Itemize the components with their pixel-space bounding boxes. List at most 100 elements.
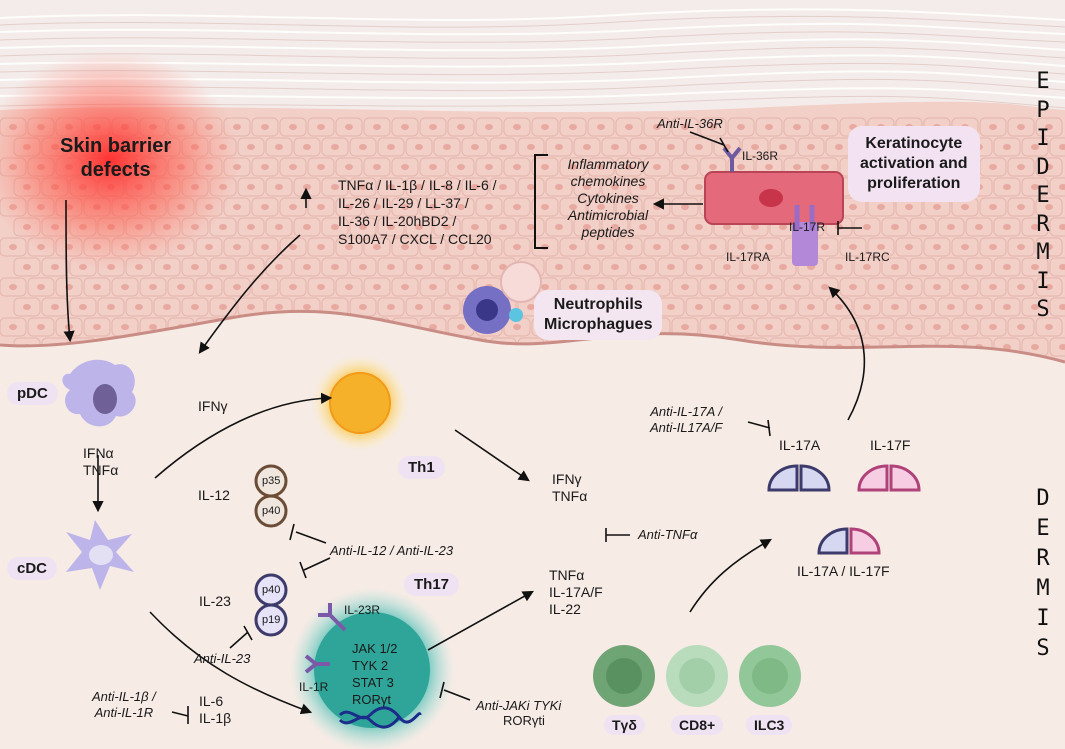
cell-nucleus	[625, 204, 633, 210]
cell-nucleus	[639, 184, 647, 190]
epidermal-cell	[545, 217, 573, 237]
cell-nucleus	[751, 144, 759, 150]
cell-nucleus	[261, 284, 269, 290]
epidermal-cell	[293, 337, 321, 357]
cell-nucleus	[289, 324, 297, 330]
cell-nucleus	[373, 124, 381, 130]
epidermal-cell	[433, 137, 461, 157]
cell-nucleus	[275, 304, 283, 310]
cell-nucleus	[401, 204, 409, 210]
cell-nucleus	[331, 224, 339, 230]
epidermal-cell	[825, 257, 853, 277]
cell-nucleus	[569, 164, 577, 170]
skin-barrier-glow	[0, 50, 240, 270]
epidermal-cell	[27, 277, 55, 297]
epidermal-cell	[153, 337, 181, 357]
cell-nucleus	[611, 344, 619, 350]
epidermal-cell	[307, 197, 335, 217]
epidermal-cell	[405, 137, 433, 157]
epidermal-cell	[951, 237, 979, 257]
arrow-th1-ifng	[454, 429, 530, 482]
skin-barrier-title: Skin barrier defects	[60, 135, 172, 181]
cell-nucleus	[1017, 324, 1025, 330]
cell-nucleus	[387, 144, 395, 150]
cell-nucleus	[779, 264, 787, 270]
epidermal-cell	[769, 137, 797, 157]
cell-nucleus	[457, 244, 465, 250]
epidermal-cell	[727, 277, 755, 297]
cell-nucleus	[1031, 144, 1039, 150]
epidermal-cell	[895, 277, 923, 297]
epidermal-cell	[419, 157, 447, 177]
keratinocyte-nucleus	[759, 189, 783, 207]
epidermal-cell	[489, 137, 517, 157]
epidermal-cell	[601, 217, 629, 237]
epidermal-cell	[237, 217, 265, 237]
cell-nucleus	[233, 244, 241, 250]
epidermal-cell	[1035, 157, 1063, 177]
cell-nucleus	[849, 284, 857, 290]
epidermal-cell	[475, 117, 503, 137]
epidermal-cell	[979, 317, 1007, 337]
epidermal-cell	[377, 337, 405, 357]
epidermal-cell	[349, 337, 377, 357]
ifng-top-label: IFNγ	[198, 398, 228, 414]
cell-nucleus	[1017, 284, 1025, 290]
cell-nucleus	[191, 344, 199, 350]
cell-nucleus	[457, 284, 465, 290]
cell-nucleus	[429, 164, 437, 170]
epidermal-cell	[657, 217, 685, 237]
anti-jak-label: Anti-JAKi TYKi	[476, 698, 562, 713]
arrow-barrier-pdc	[63, 199, 75, 343]
epidermal-cell	[335, 157, 363, 177]
epidermal-cell	[531, 157, 559, 177]
epidermal-cell	[321, 257, 349, 277]
cell-nucleus	[177, 284, 185, 290]
epidermal-cell	[699, 237, 727, 257]
epidermal-cell	[223, 237, 251, 257]
cell-nucleus	[471, 184, 479, 190]
cell-nucleus	[9, 244, 17, 250]
epidermal-cell	[1049, 177, 1065, 197]
cell-nucleus	[835, 144, 843, 150]
epidermal-cell	[433, 337, 461, 357]
cell-nucleus	[359, 304, 367, 310]
cell-nucleus	[1045, 324, 1053, 330]
epidermal-cell	[405, 177, 433, 197]
epidermal-cell	[559, 157, 587, 177]
epidermal-cell	[727, 317, 755, 337]
cd8-label: CD8+	[671, 715, 724, 735]
epidermal-cell	[1007, 157, 1035, 177]
bracket	[534, 154, 548, 249]
epidermal-cell	[797, 297, 825, 317]
epidermal-cell	[895, 317, 923, 337]
epidermal-cell	[265, 257, 293, 277]
cell-nucleus	[163, 304, 171, 310]
epidermal-cell	[545, 177, 573, 197]
cell-nucleus	[765, 324, 773, 330]
epidermal-cell	[167, 277, 195, 297]
cell-nucleus	[261, 324, 269, 330]
cell-nucleus	[1045, 204, 1053, 210]
cell-nucleus	[709, 284, 717, 290]
epidermal-cell	[699, 277, 727, 297]
mediators-list: TNFα / IL-1β / IL-8 / IL-6 / IL-26 / IL-…	[338, 177, 497, 247]
epidermal-cell	[671, 197, 699, 217]
cell-nucleus	[205, 284, 213, 290]
epidermal-cell	[363, 237, 391, 257]
cell-nucleus	[191, 304, 199, 310]
epidermal-cell	[727, 237, 755, 257]
cell-nucleus	[121, 324, 129, 330]
cell-nucleus	[247, 304, 255, 310]
cell-nucleus	[443, 224, 451, 230]
epidermal-cell	[643, 157, 671, 177]
cell-nucleus	[443, 184, 451, 190]
cell-nucleus	[905, 244, 913, 250]
cell-nucleus	[779, 224, 787, 230]
epidermal-cell	[419, 277, 447, 297]
cell-nucleus	[513, 204, 521, 210]
epidermal-cell	[685, 337, 713, 357]
epidermal-cell	[979, 157, 1007, 177]
inflammatory-list: Inflammatory chemokines Cytokines Antimi…	[567, 156, 649, 240]
